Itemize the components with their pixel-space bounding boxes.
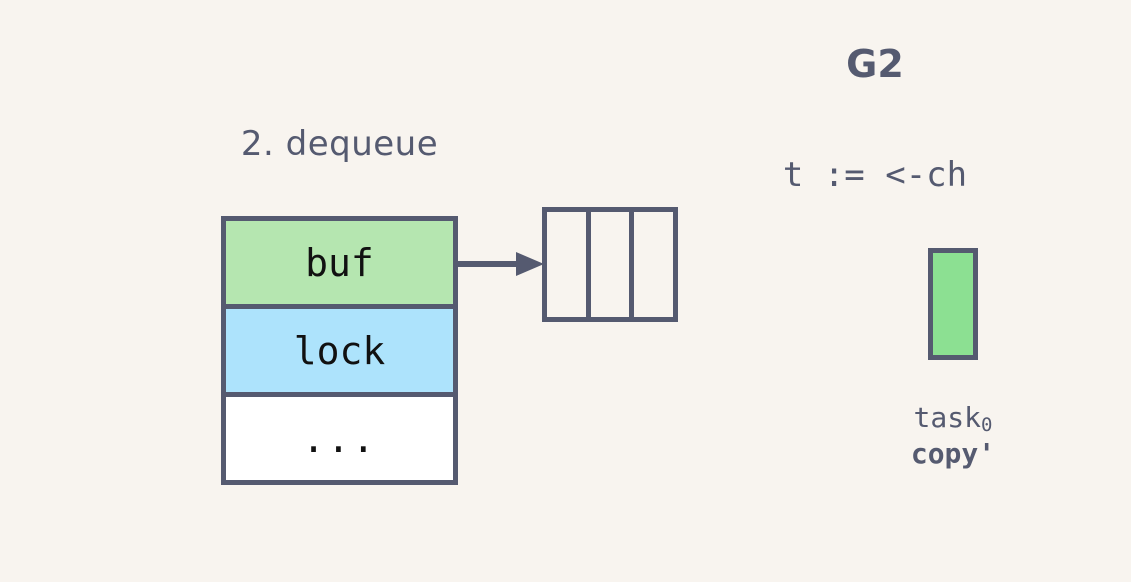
queue-cell	[585, 212, 630, 317]
queue-cell	[547, 212, 586, 317]
struct-row-lock: lock	[226, 309, 453, 397]
task-caption-line1: task0	[853, 400, 1053, 436]
goroutine-title: G2	[846, 42, 904, 86]
step-label-dequeue: 2. dequeue	[240, 124, 439, 164]
ring-buffer-queue	[542, 207, 678, 322]
goroutine-code: t := <-ch	[782, 155, 968, 195]
task-copy-box	[928, 248, 978, 360]
task-caption-prefix: task	[913, 401, 981, 434]
task-caption-subscript: 0	[980, 414, 993, 436]
task-caption: task0 copy'	[853, 400, 1053, 472]
struct-row-ellipsis: ...	[226, 397, 453, 480]
arrow-buf-to-queue	[458, 252, 544, 276]
struct-row-buf: buf	[226, 221, 453, 309]
task-caption-line2: copy'	[910, 436, 996, 470]
channel-struct-box: buf lock ...	[221, 216, 458, 485]
queue-cell	[629, 212, 674, 317]
